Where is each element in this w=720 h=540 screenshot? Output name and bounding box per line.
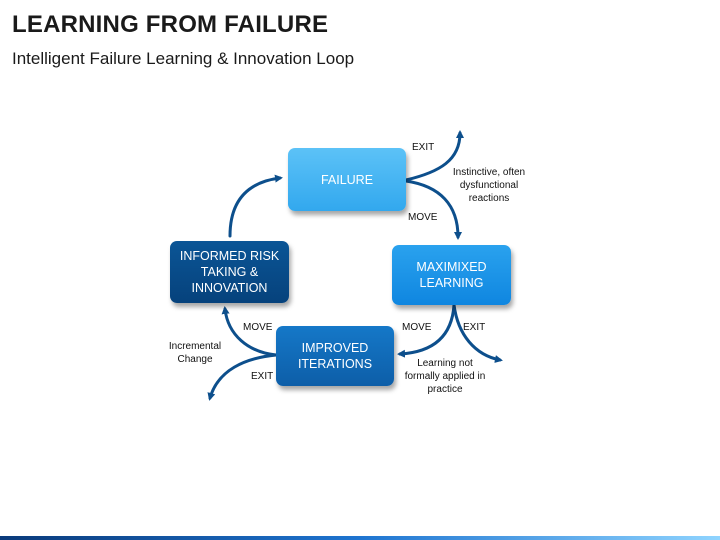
label-move-right: MOVE [402, 322, 432, 333]
label-move-left: MOVE [243, 322, 273, 333]
node-maximized-learning: MAXIMIXED LEARNING [392, 245, 511, 305]
failure-move-arrow [404, 179, 462, 240]
label-exit-top: EXIT [412, 142, 435, 153]
node-failure: FAILURE [288, 148, 406, 211]
failure-exit-arrow [404, 130, 464, 182]
label-not-applied: Learning not formally applied in practic… [404, 358, 486, 395]
label-exit-left: EXIT [251, 371, 274, 382]
footer-bar [0, 536, 720, 540]
maximized-move-arrow [397, 303, 456, 358]
node-improved-iterations: IMPROVED ITERATIONS [276, 326, 394, 386]
label-instinctive-reactions: Instinctive, often dysfunctional reactio… [452, 167, 526, 204]
informed-to-failure-arrow [228, 174, 283, 238]
maximized-exit-arrow [452, 303, 503, 363]
page-title: LEARNING FROM FAILURE [12, 11, 329, 38]
page-subtitle: Intelligent Failure Learning & Innovatio… [12, 49, 355, 68]
label-incremental-change: Incremental Change [168, 341, 222, 365]
node-informed-risk-taking: INFORMED RISK TAKING & INNOVATION [170, 241, 289, 303]
label-exit-right: EXIT [463, 322, 486, 333]
improved-exit-arrow [207, 353, 278, 401]
label-move-top: MOVE [408, 212, 438, 223]
improved-move-arrow [221, 306, 278, 357]
